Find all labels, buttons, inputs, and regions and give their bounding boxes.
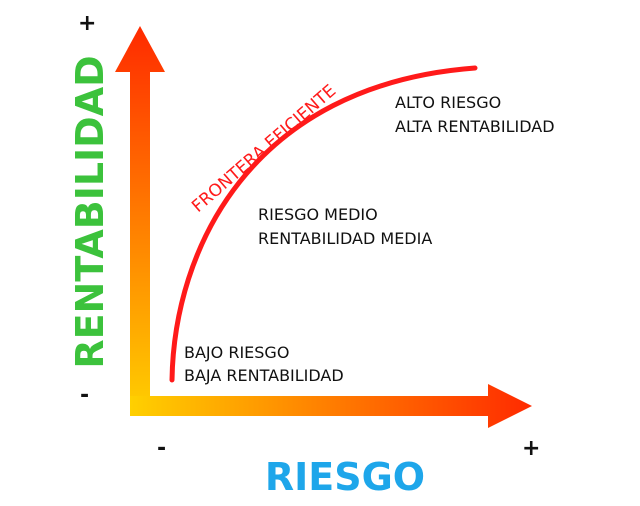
mid-return-label: RENTABILIDAD MEDIA: [258, 229, 432, 248]
efficient-frontier-curve: [169, 65, 478, 383]
low-return-label: BAJA RENTABILIDAD: [184, 366, 344, 385]
x-plus-sign: +: [522, 436, 540, 461]
y-axis-label: RENTABILIDAD: [68, 55, 112, 368]
y-minus-sign: -: [80, 383, 89, 408]
mid-risk-label: RIESGO MEDIO: [258, 205, 378, 224]
x-minus-sign: -: [157, 436, 166, 461]
low-risk-label: BAJO RIESGO: [184, 343, 289, 362]
high-risk-label: ALTO RIESGO: [395, 93, 501, 112]
curve-label: FRONTERA EFICIENTE: [188, 81, 340, 217]
y-axis-arrow: [115, 26, 165, 416]
high-return-label: ALTA RENTABILIDAD: [395, 117, 555, 136]
x-axis-label: RIESGO: [265, 455, 425, 499]
y-plus-sign: +: [78, 11, 96, 36]
x-axis-arrow: [130, 384, 532, 428]
